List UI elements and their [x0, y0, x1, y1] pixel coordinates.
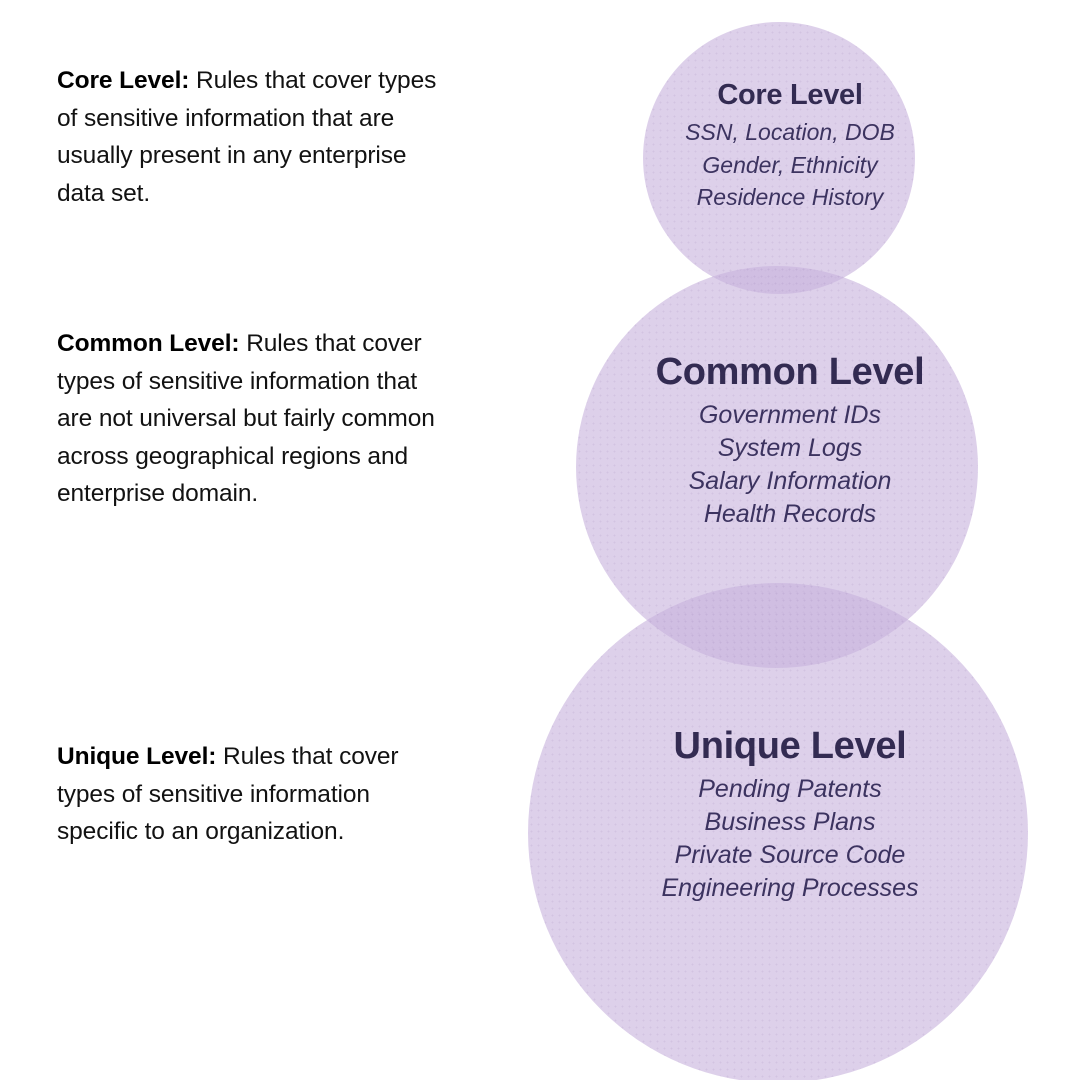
venn-item: Pending Patents	[698, 775, 882, 803]
venn-items-unique: Pending Patents Business Plans Private S…	[500, 773, 1080, 905]
venn-item: Engineering Processes	[661, 874, 919, 902]
description-column: Core Level: Rules that cover types of se…	[57, 0, 457, 1080]
description-unique-lead: Unique Level:	[57, 743, 217, 770]
venn-label-unique: Unique Level Pending Patents Business Pl…	[500, 723, 1080, 905]
venn-item: Residence History	[696, 184, 884, 210]
venn-label-core: Core Level SSN, Location, DOB Gender, Et…	[500, 78, 1080, 214]
description-core-lead: Core Level:	[57, 67, 190, 94]
venn-item: Private Source Code	[674, 841, 906, 869]
venn-circle-core	[643, 22, 915, 294]
venn-item: Health Records	[703, 500, 877, 528]
description-core: Core Level: Rules that cover types of se…	[57, 62, 447, 212]
description-unique-body: Rules that cover types of sensitive info…	[57, 743, 399, 845]
description-common-body: Rules that cover types of sensitive info…	[57, 330, 435, 507]
venn-item: Salary Information	[688, 467, 892, 495]
description-common: Common Level: Rules that cover types of …	[57, 325, 447, 513]
venn-title-core: Core Level	[717, 79, 863, 111]
venn-diagram: Core Level SSN, Location, DOB Gender, Et…	[500, 0, 1080, 1080]
description-common-lead: Common Level:	[57, 330, 240, 357]
description-unique: Unique Level: Rules that cover types of …	[57, 738, 447, 851]
venn-label-common: Common Level Government IDs System Logs …	[500, 350, 1080, 531]
venn-title-common: Common Level	[655, 351, 925, 393]
venn-title-unique: Unique Level	[673, 725, 907, 767]
venn-items-common: Government IDs System Logs Salary Inform…	[500, 399, 1080, 531]
venn-item: System Logs	[717, 434, 863, 462]
venn-item: Business Plans	[704, 808, 876, 836]
venn-items-core: SSN, Location, DOB Gender, Ethnicity Res…	[500, 116, 1080, 214]
venn-item: Government IDs	[698, 401, 881, 429]
venn-item: SSN, Location, DOB	[685, 119, 895, 145]
venn-item: Gender, Ethnicity	[702, 151, 878, 178]
description-core-body: Rules that cover types of sensitive info…	[57, 67, 437, 207]
venn-circle-unique	[528, 583, 1028, 1080]
